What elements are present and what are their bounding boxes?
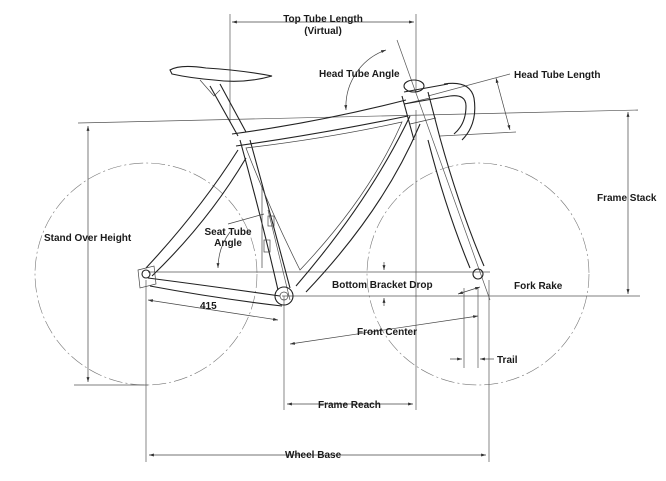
head-tube-angle-label: Head Tube Angle	[319, 69, 400, 80]
seat-tube-angle-label: Seat Tube	[204, 227, 251, 238]
front-center-label: Front Center	[357, 327, 417, 338]
seat-tube-angle-label-line2: Angle	[214, 238, 242, 249]
fork-rake-label: Fork Rake	[514, 281, 563, 292]
top-tube-length-virtual-label: (Virtual)	[304, 26, 342, 37]
stand-over-height-label: Stand Over Height	[44, 233, 132, 244]
dimension-lines	[86, 20, 630, 457]
dimension-labels: Top Tube Length (Virtual) Head Tube Angl…	[44, 14, 657, 461]
top-tube-length-label: Top Tube Length	[283, 14, 363, 25]
frame-reach-label: Frame Reach	[318, 400, 381, 411]
frame-stack-label: Frame Stack	[597, 193, 657, 204]
trail-label: Trail	[497, 355, 518, 366]
front-wheel	[366, 162, 590, 386]
bicycle-frame	[137, 65, 485, 307]
chainstay-length-label: 415	[200, 301, 217, 312]
wheel-base-label: Wheel Base	[285, 450, 342, 461]
head-tube-length-label: Head Tube Length	[514, 70, 600, 81]
rear-wheel	[34, 162, 258, 386]
reference-lines	[74, 14, 640, 462]
bottom-bracket-drop-label: Bottom Bracket Drop	[332, 280, 433, 291]
